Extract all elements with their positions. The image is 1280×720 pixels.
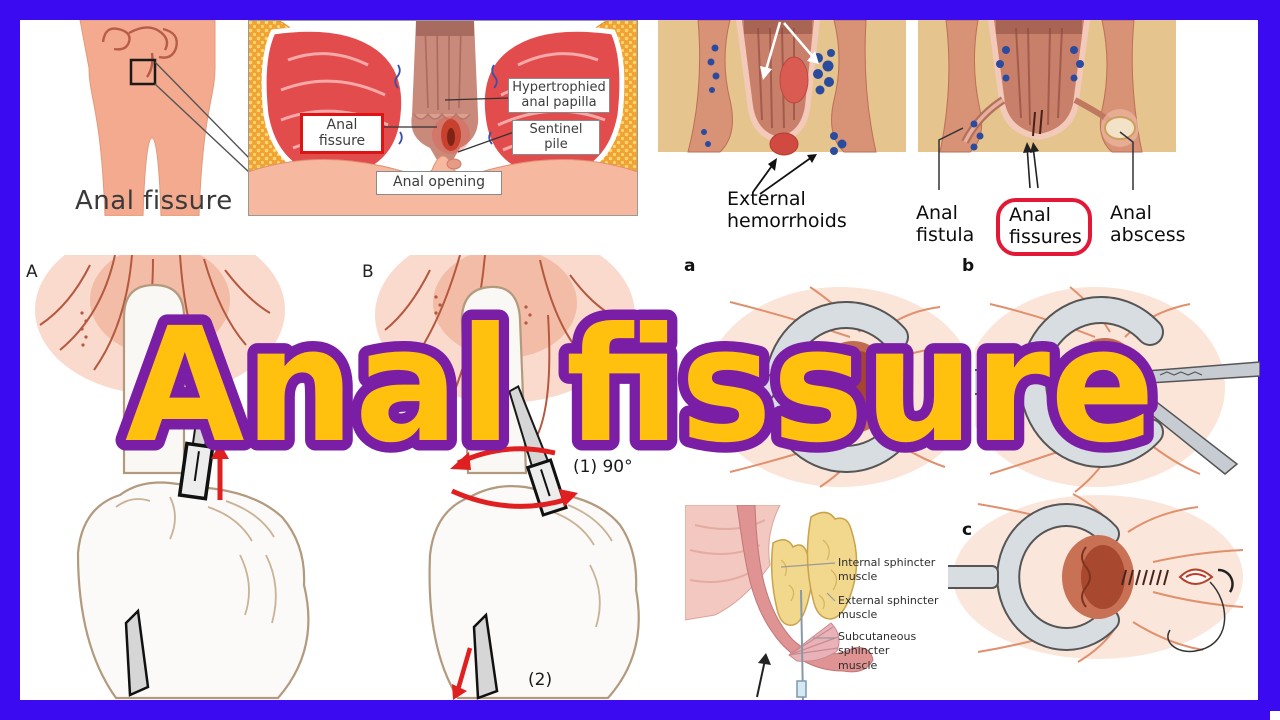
rotate-arrow-icon [450,488,569,509]
index-finger [122,283,186,475]
retractor-instrument [998,505,1118,649]
fissure-line [1032,111,1036,137]
fold-beads [80,311,88,347]
fissure-label: Anal fissure [300,113,384,155]
blade-tip [124,608,150,697]
blade-tip [472,612,499,700]
canal-ridges [424,23,462,111]
external-sphincter-label: External sphincter muscle [838,594,939,622]
figure-letter-c: c [962,520,973,540]
figure-letter-b: b [962,256,975,276]
hand-creases [549,504,613,628]
retractor-instrument [1021,298,1162,466]
suture-ticks [1121,569,1169,586]
fissure-arrow-icon [1026,145,1039,189]
tissue-folds [384,255,616,455]
body-overview-illustration [79,20,251,216]
anal-opening-label: Anal opening [376,171,502,195]
sentinel-pile-label: Sentinel pile [512,120,600,156]
surgery-retraction-illustration-a [690,286,960,488]
sphincter-anatomy-illustration [685,505,874,700]
surgery-suture-illustration-c [948,493,1244,663]
intestine-sketch [101,26,178,78]
retractor-instrument [766,303,907,471]
label-arrow-icon [752,156,813,195]
panel-letter-b: B [362,262,374,282]
overview-caption: Anal fissure [75,186,233,216]
internal-hemorrhoid [779,56,809,104]
papilla-label: Hypertrophied anal papilla [508,78,610,114]
zoom-box [129,58,157,86]
surgery-retraction-illustration-b [975,286,1260,493]
canal-ridges [1015,27,1063,126]
external-sphincter-bundle [806,511,858,620]
anal-conditions-illustration [918,20,1176,190]
suture-thread [1167,581,1226,653]
hand-fist [76,481,310,700]
abscess-pocket [1104,116,1136,140]
title-overlay: Anal fissure [115,284,1166,481]
scissors-instrument [1131,388,1239,475]
hemorrhoids-illustration [658,20,906,195]
sentinel-pile-bump [446,158,462,170]
step-annotation: (2) [528,670,553,690]
curved-needle [1217,568,1234,593]
panel-letter-a: A [26,262,38,282]
fissure-line [1039,109,1043,135]
fissures-label-highlighted: Anal fissures [996,198,1092,256]
fistula-label: Anal fistula [916,202,975,247]
zoom-leader-lines [154,61,251,175]
rectal-wall [736,505,874,673]
vein-clusters [970,46,1084,151]
vessels-sketch [394,64,498,145]
hemorrhoids-label: External hemorrhoids [727,188,847,233]
anal-dilation-illustration-b [375,255,640,700]
label-connector-lines [780,562,836,639]
white-arrow-icon [764,21,815,71]
internal-sphincter-label: Internal sphincter muscle [838,556,936,584]
internal-sphincter-bundle [770,539,813,626]
label-connector-lines [378,97,515,153]
up-arrow-icon [756,659,766,698]
anal-dilation-illustration-a [35,255,310,700]
hand-fist [428,485,640,700]
subcutaneous-sphincter-label: Subcutaneous sphincter muscle [838,630,917,672]
tissue-folds [39,255,271,386]
fold-beads [434,295,532,325]
external-hemorrhoid [769,132,799,156]
index-finger [460,285,528,475]
hand-creases [115,496,277,624]
rotation-annotation: (1) 90° [573,457,633,477]
title-text: Anal fissure [125,294,1155,478]
incision [1178,568,1214,585]
label-connector-lines [938,127,1134,190]
scalpel-blade [177,400,215,501]
abscess-label: Anal abscess [1110,202,1186,247]
frame-notch [1270,711,1280,720]
down-arrow-icon [454,647,473,694]
figure-letter-a: a [684,256,696,276]
